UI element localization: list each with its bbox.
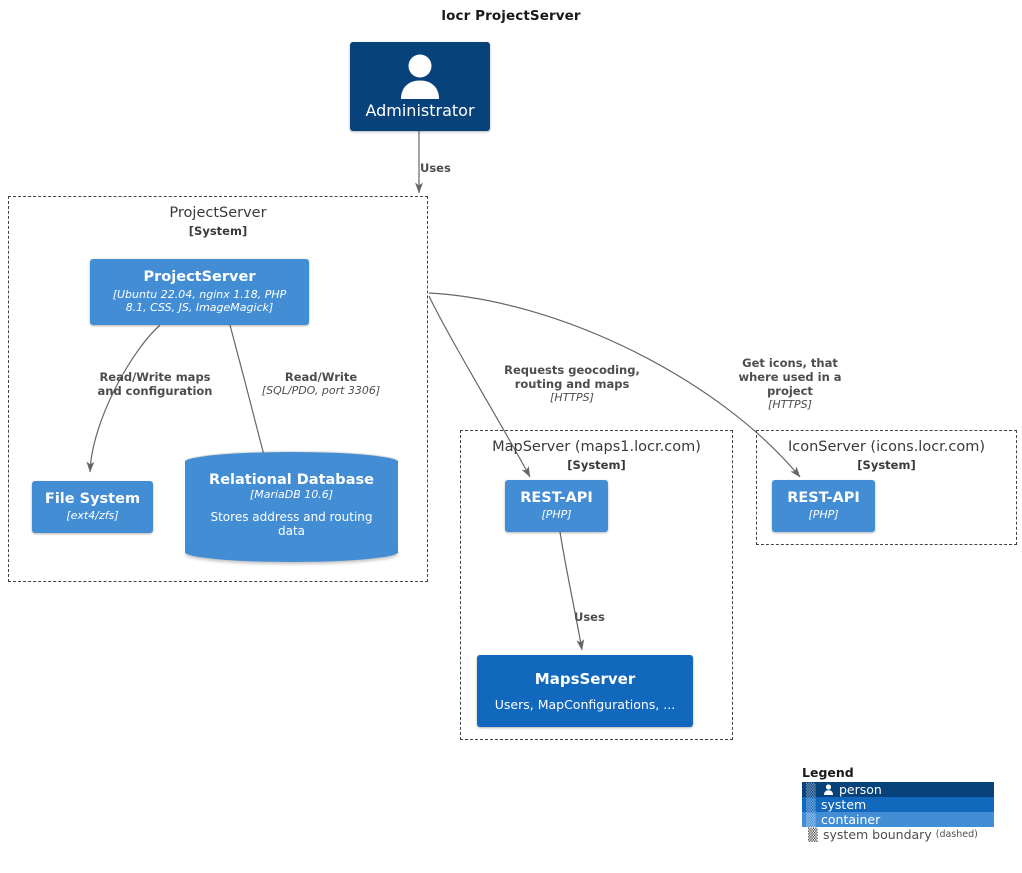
legend-swatch-person: ▒ [806, 782, 816, 797]
database-cylinder-bottom [185, 542, 398, 562]
person-icon [401, 54, 439, 99]
boundary-projectserver: ProjectServer [System] [8, 196, 428, 582]
legend-item-boundary-label: system boundary [823, 827, 932, 842]
node-file-system-tech: [ext4/zfs] [66, 509, 119, 523]
boundary-iconserver: IconServer (icons.locr.com) [System] [756, 430, 1017, 545]
edge-label-admin-uses: Uses [420, 161, 480, 175]
boundary-mapserver: MapServer (maps1.locr.com) [System] [460, 430, 733, 740]
node-icon-rest-api[interactable]: REST-API [PHP] [772, 480, 875, 532]
edge-label-read-write-db-tech: [SQL/PDO, port 3306] [261, 384, 381, 398]
edge-label-read-write-db-text: Read/Write [284, 370, 358, 384]
node-projectserver-tech-line2: 8.1, CSS, JS, ImageMagick] [125, 301, 274, 315]
legend-person-icon [824, 784, 833, 795]
legend-item-container-label: container [821, 812, 881, 827]
boundary-projectserver-type: [System] [188, 224, 248, 238]
edge-label-restapi-uses-text: Uses [574, 610, 605, 624]
edge-label-get-icons-line3: project [767, 384, 813, 399]
legend: Legend ▒ person ▒ system ▒ container ▒ s… [802, 765, 994, 842]
legend-item-boundary-note: (dashed) [935, 829, 978, 840]
node-administrator-label: Administrator [365, 100, 475, 120]
legend-item-system-label: system [821, 797, 867, 812]
node-relational-database[interactable]: Relational Database [MariaDB 10.6] Store… [185, 452, 398, 562]
legend-swatch-boundary: ▒ [808, 827, 818, 842]
node-map-rest-api-label: REST-API [520, 490, 593, 507]
edge-label-requests-geocoding-line2: routing and maps [514, 377, 630, 392]
boundary-iconserver-name: IconServer (icons.locr.com) [787, 439, 986, 455]
node-projectserver-label: ProjectServer [143, 269, 256, 286]
edge-label-get-icons-line2: where used in a [738, 370, 842, 385]
legend-item-system: ▒ system [802, 797, 994, 812]
edge-label-get-icons: Get icons, that where used in a project … [729, 356, 851, 411]
node-maps-server-label: MapsServer [534, 669, 636, 688]
edge-label-read-write-maps: Read/Write maps and configuration [78, 370, 232, 398]
boundary-projectserver-name: ProjectServer [169, 205, 267, 221]
node-relational-database-tech: [MariaDB 10.6] [249, 488, 334, 501]
edge-label-read-write-db: Read/Write [SQL/PDO, port 3306] [256, 370, 386, 397]
legend-item-container: ▒ container [802, 812, 994, 827]
node-relational-database-desc: Stores address and routing data [210, 510, 373, 538]
node-projectserver-tech: [Ubuntu 22.04, nginx 1.18, PHP 8.1, CSS,… [113, 288, 287, 315]
database-cylinder-body [185, 461, 398, 553]
legend-item-boundary: ▒ system boundary (dashed) [802, 827, 994, 842]
node-projectserver-container[interactable]: ProjectServer [Ubuntu 22.04, nginx 1.18,… [90, 259, 309, 325]
legend-item-person: ▒ person [802, 782, 994, 797]
edge-label-get-icons-line1: Get icons, that [742, 356, 838, 370]
node-maps-server[interactable]: MapsServer Users, MapConfigurations, ... [477, 655, 693, 727]
boundary-iconserver-type: [System] [857, 458, 916, 472]
node-relational-database-label: Relational Database [209, 472, 374, 488]
edge-label-get-icons-tech: [HTTPS] [768, 398, 812, 412]
diagram-title: locr ProjectServer [441, 8, 581, 24]
legend-swatch-container: ▒ [806, 812, 816, 827]
edge-label-requests-geocoding: Requests geocoding, routing and maps [HT… [483, 363, 661, 404]
node-relational-database-text: Relational Database [MariaDB 10.6] Store… [185, 472, 398, 538]
database-cylinder-top [185, 452, 398, 472]
edge-label-read-write-maps-line2: and configuration [97, 384, 213, 399]
legend-item-person-label: person [839, 782, 882, 797]
edge-label-restapi-uses: Uses [574, 610, 634, 624]
node-maps-server-desc: Users, MapConfigurations, ... [494, 696, 676, 712]
edge-label-requests-geocoding-line1: Requests geocoding, [504, 363, 640, 377]
edge-label-read-write-maps-line1: Read/Write maps [99, 370, 211, 384]
node-map-rest-api-tech: [PHP] [541, 508, 572, 522]
node-file-system-label: File System [44, 491, 141, 508]
boundary-mapserver-name: MapServer (maps1.locr.com) [492, 439, 701, 455]
node-projectserver-tech-line1: [Ubuntu 22.04, nginx 1.18, PHP [112, 287, 287, 301]
node-map-rest-api[interactable]: REST-API [PHP] [505, 480, 608, 532]
node-file-system[interactable]: File System [ext4/zfs] [32, 481, 153, 533]
edge-label-admin-uses-text: Uses [420, 161, 451, 175]
node-icon-rest-api-label: REST-API [787, 490, 860, 507]
legend-title: Legend [802, 765, 854, 780]
node-administrator[interactable]: Administrator [350, 42, 490, 131]
legend-swatch-system: ▒ [806, 797, 816, 812]
node-icon-rest-api-tech: [PHP] [808, 508, 839, 522]
boundary-mapserver-type: [System] [567, 458, 626, 472]
edge-label-requests-geocoding-tech: [HTTPS] [550, 391, 594, 405]
